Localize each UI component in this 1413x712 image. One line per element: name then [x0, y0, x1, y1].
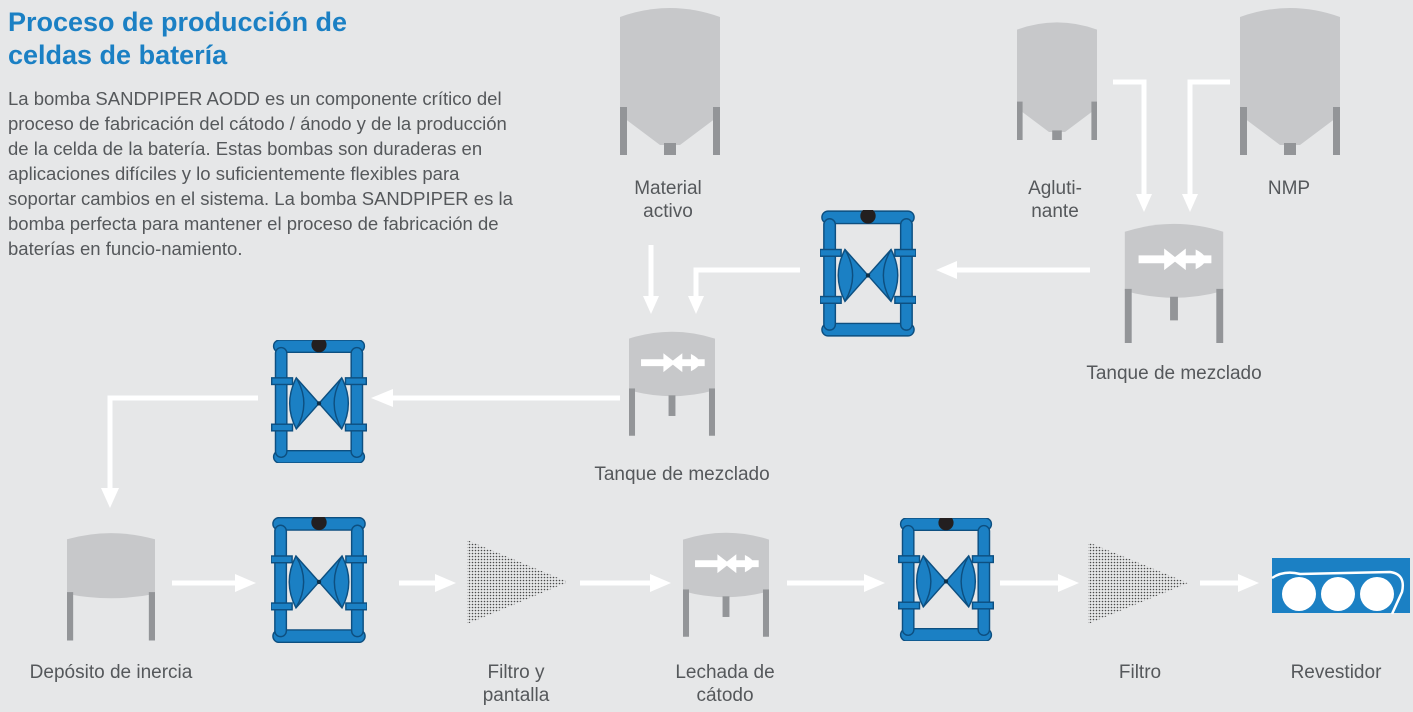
flow-arrow: [107, 395, 258, 490]
coater-icon: [1271, 558, 1410, 615]
label-aglutinante: Agluti- nante: [1028, 178, 1082, 222]
aodd-pump-icon: [820, 210, 916, 337]
flow-arrows: [107, 79, 1240, 586]
label-filtro: Filtro: [1118, 662, 1162, 683]
aodd-pump-icon: [271, 517, 367, 643]
label-lechada-catodo: Lechada de cátodo: [675, 662, 775, 706]
flow-arrow: [1113, 79, 1147, 200]
mixing-tank-icon: [629, 331, 715, 436]
label-nmp: NMP: [1267, 178, 1311, 199]
label-tanque-mezclado-mid: Tanque de mezclado: [594, 464, 770, 485]
flow-arrow: [693, 267, 800, 300]
filter-icon: [1088, 542, 1188, 624]
page-title: Proceso de producción de celdas de bater…: [8, 7, 348, 70]
mixing-tank-icon: [1124, 223, 1224, 343]
label-tanque-mezclado-right: Tanque de mezclado: [1086, 363, 1262, 384]
silo-icon: [620, 8, 720, 155]
buffer-tank-icon: [67, 533, 155, 641]
description-text: La bomba SANDPIPER AODD es un componente…: [8, 88, 513, 259]
silo-icon: [1017, 22, 1097, 140]
label-filtro-pantalla: Filtro y pantalla: [482, 662, 550, 706]
flow-arrow: [1187, 79, 1230, 200]
label-material-activo: Material activo: [634, 178, 702, 222]
mixing-tank-icon: [683, 532, 769, 637]
aodd-pump-icon: [898, 518, 994, 641]
aodd-pump-icon: [271, 340, 367, 463]
filter-icon: [467, 540, 568, 624]
silo-icon: [1240, 8, 1340, 155]
label-deposito-inercia: Depósito de inercia: [29, 662, 193, 683]
label-revestidor: Revestidor: [1290, 662, 1382, 683]
arrowheads: [101, 194, 1259, 592]
